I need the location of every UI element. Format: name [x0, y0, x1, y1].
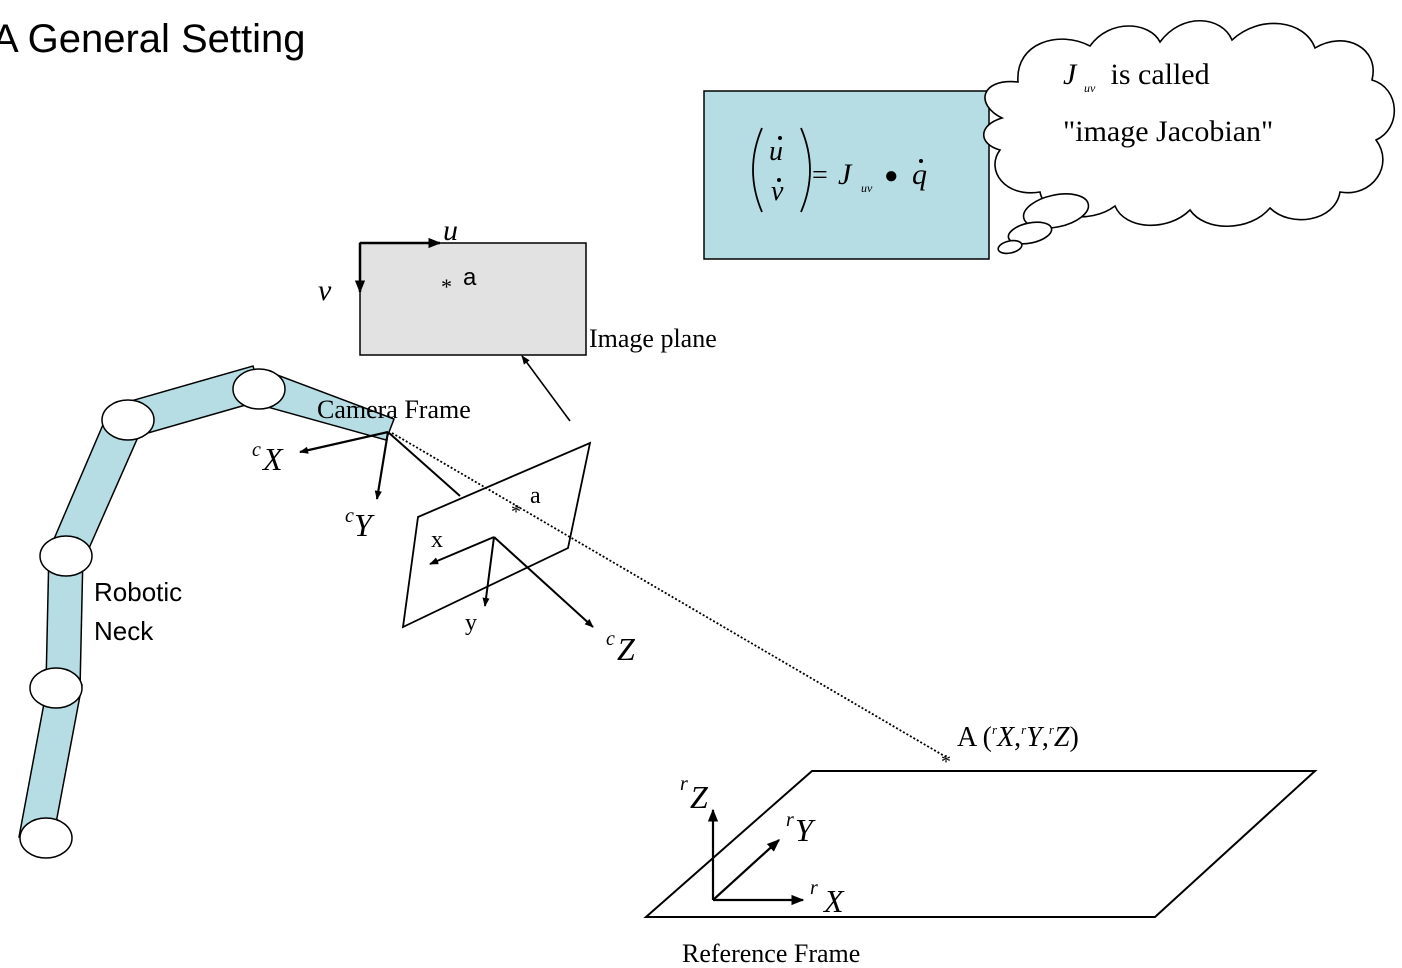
camera-frame-label: Camera Frame: [317, 395, 471, 424]
right-paren: [800, 127, 811, 213]
callout-line2: "image Jacobian": [1063, 115, 1273, 148]
image-point-marker: *: [441, 274, 452, 299]
neck-joint-2: [29, 667, 83, 709]
reference-frame: r Z r Y r X Reference Frame: [643, 770, 1318, 968]
reference-z-sup: r: [680, 773, 688, 795]
image-point-label: a: [463, 264, 477, 291]
q-dot-symbol: q: [912, 158, 927, 191]
cloud-bubble-small: [997, 239, 1023, 255]
focal-plane: x y * a: [401, 441, 594, 636]
reference-x-sup: r: [810, 877, 818, 899]
camera-x-sup: c: [252, 439, 261, 461]
line-of-sight: [391, 432, 947, 758]
world-point: * A (rX,rY,rZ): [941, 722, 1079, 773]
slide-title: A General Setting: [0, 17, 306, 61]
camera-frame: Camera Frame c X c Y c Z: [252, 395, 636, 667]
focal-plane-shape: [401, 441, 592, 629]
world-point-label: A (rX,rY,rZ): [957, 722, 1079, 753]
world-point-marker: *: [941, 751, 951, 773]
camera-y-label: Y: [354, 507, 375, 543]
equation-box-rect: [703, 90, 990, 260]
reference-z-label: Z: [690, 779, 709, 815]
neck-joint-3: [39, 535, 93, 577]
camera-z-sup: c: [606, 628, 615, 650]
v-axis-label: v: [318, 274, 332, 307]
camera-x-label: X: [261, 441, 284, 477]
camera-y-sup: c: [345, 505, 354, 527]
reference-y-axis-arrow: [712, 839, 780, 901]
cloud-bubble-large: [1022, 193, 1090, 229]
q-dot-mark: [919, 159, 923, 163]
u-dot-mark: [778, 136, 782, 140]
camera-y-axis-arrow: [374, 431, 390, 500]
u-dot-symbol: u: [769, 136, 783, 167]
v-dot-mark: [777, 178, 781, 182]
equals-sign: =: [812, 160, 828, 191]
focal-point-marker: *: [511, 501, 521, 523]
image-plane-label: Image plane: [589, 324, 717, 353]
equation-box: u v = J uv ● q: [703, 90, 990, 260]
neck-label-line1: Robotic: [94, 577, 182, 607]
dot-operator: ●: [884, 162, 899, 189]
v-dot-symbol: v: [771, 176, 784, 207]
neck-label-line2: Neck: [94, 616, 154, 646]
reference-x-label: X: [822, 883, 845, 919]
u-axis-label: u: [443, 214, 458, 247]
projection-arrow: [521, 355, 571, 422]
focal-y-axis-arrow: [482, 536, 495, 607]
cloud-bubble-medium: [1007, 221, 1053, 245]
camera-x-axis-arrow: [299, 430, 389, 454]
robotic-neck: Robotic Neck: [18, 365, 395, 859]
image-plane: u v * a Image plane: [318, 214, 717, 356]
focal-y-label: y: [465, 610, 477, 636]
focal-x-label: x: [431, 527, 443, 553]
focal-point-label: a: [530, 483, 541, 509]
left-paren: [752, 127, 763, 213]
focal-x-axis-arrow: [429, 536, 495, 565]
reference-frame-label: Reference Frame: [682, 939, 860, 968]
reference-y-sup: r: [786, 809, 794, 831]
thought-cloud: J uv is called "image Jacobian": [983, 20, 1396, 255]
reference-plane: [643, 770, 1318, 918]
jacobian-symbol: J: [838, 158, 853, 191]
camera-z-label: Z: [617, 631, 636, 667]
callout-line1: is called: [1103, 58, 1210, 91]
image-plane-rect: [359, 242, 587, 356]
neck-joint-5: [232, 368, 286, 410]
focal-z-axis-arrow: [493, 536, 594, 628]
reference-y-label: Y: [795, 812, 816, 848]
callout-jacobian-symbol: J: [1063, 58, 1078, 91]
neck-joint-1: [19, 817, 73, 859]
jacobian-subscript: uv: [861, 181, 873, 195]
callout-jacobian-subscript: uv: [1084, 81, 1096, 95]
neck-joint-4: [101, 399, 155, 441]
camera-z-axis-line: [387, 431, 461, 497]
